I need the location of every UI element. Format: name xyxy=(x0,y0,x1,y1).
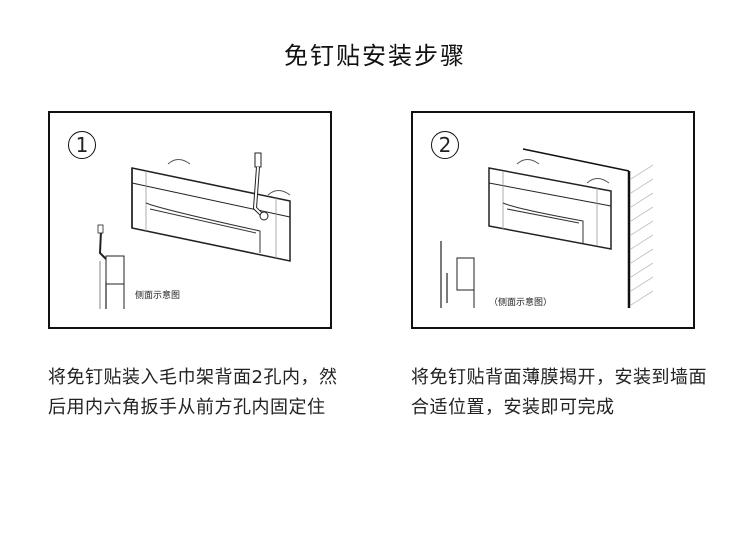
step-1-illustration xyxy=(97,152,291,309)
step-1-figure-label: 侧面示意图 xyxy=(135,291,181,301)
step-2-description: 将免钉贴背面薄膜揭开，安装到墙面合适位置，安装即可完成 xyxy=(411,367,707,418)
step-1-number-circle: 1 xyxy=(68,131,96,159)
step-2-figure-label: （侧面示意图） xyxy=(489,298,553,308)
step-1-description: 将免钉贴装入毛巾架背面2孔内，然后用内六角扳手从前方孔内固定住 xyxy=(48,367,338,418)
step-2-number-circle: 2 xyxy=(431,131,459,159)
step-1-illustration-panel: 1 侧面示意图 xyxy=(48,111,332,329)
page-title: 免钉贴安装步骤 xyxy=(284,42,466,70)
step-2-illustration xyxy=(440,148,654,308)
step-2-illustration-panel: 2 （侧面示意图） xyxy=(411,111,695,329)
